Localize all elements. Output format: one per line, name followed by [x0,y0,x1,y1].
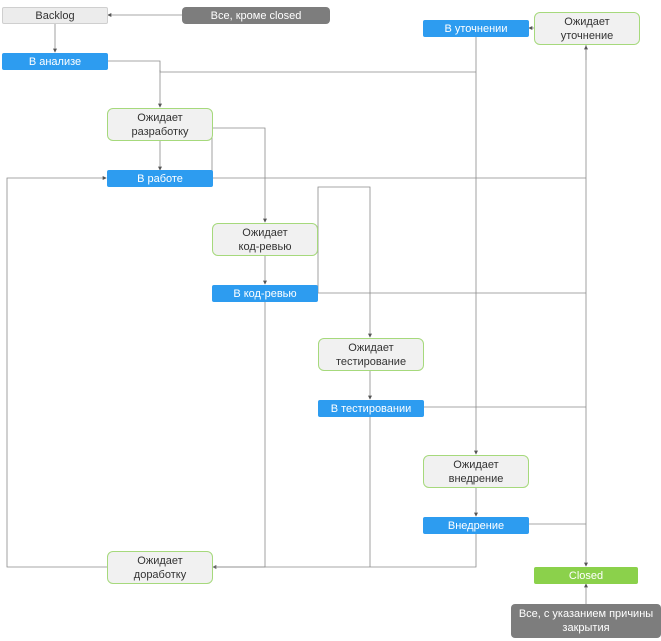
status-awaiting-clarification[interactable]: Ожидает уточнение [534,12,640,45]
status-backlog[interactable]: Backlog [2,7,108,24]
status-deployment[interactable]: Внедрение [423,517,529,534]
status-closed[interactable]: Closed [534,567,638,584]
status-awaiting-development[interactable]: Ожидает разработку [107,108,213,141]
status-awaiting-deployment[interactable]: Ожидает внедрение [423,455,529,488]
global-transition-all-with-reason[interactable]: Все, с указанием причины закрытия [511,604,661,638]
edge-progress-to-await-review [211,127,267,223]
edge-analysis-to-await-dev [108,60,162,108]
status-awaiting-code-review[interactable]: Ожидает код-ревью [212,223,318,256]
edge-clarification-to-analysis [159,70,476,73]
status-in-analysis[interactable]: В анализе [2,53,108,70]
status-in-progress[interactable]: В работе [107,170,213,187]
edge-review-to-rework [212,302,266,569]
status-awaiting-rework[interactable]: Ожидает доработку [107,551,213,584]
status-awaiting-testing[interactable]: Ожидает тестирование [318,338,424,371]
status-in-code-review[interactable]: В код-ревью [212,285,318,302]
edge-rework-to-progress [6,176,107,568]
edge-deploy-to-rework [213,533,477,568]
edge-review-to-await-test [317,186,372,338]
status-in-testing[interactable]: В тестировании [318,400,424,417]
global-transition-all-except-closed[interactable]: Все, кроме closed [182,7,330,24]
status-in-clarification[interactable]: В уточнении [423,20,529,37]
